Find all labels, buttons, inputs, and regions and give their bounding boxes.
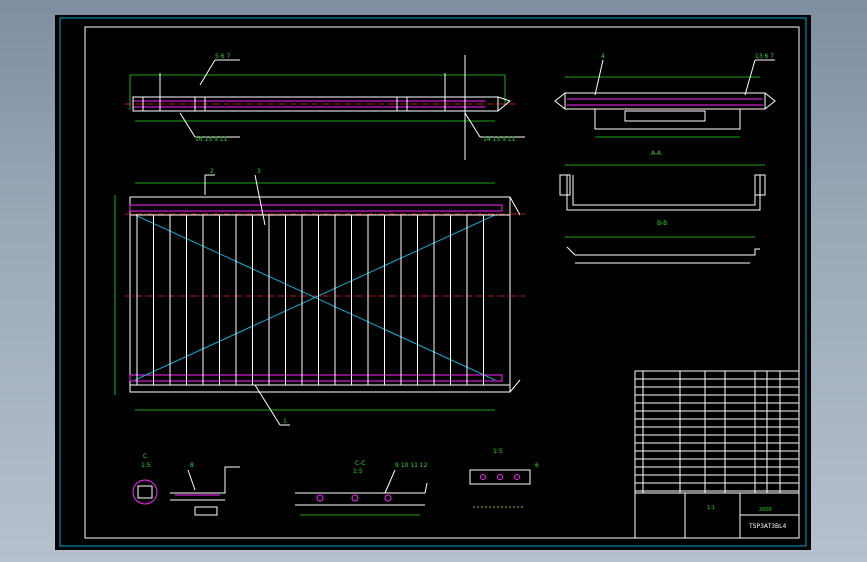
detail-c-c-label: C-C [355, 460, 366, 467]
callout-9-10-11-12: 9 10 11 12 [395, 462, 428, 469]
callout-16-15-9-11: 16 15 9 11 [195, 136, 228, 143]
detail-c-scale: 1:5 [141, 462, 151, 469]
detail-d-scale: 1:5 [493, 448, 503, 455]
detail-d: 1:5 6 [469, 448, 539, 508]
sheet-outer-border [59, 17, 807, 547]
callout-1: 1 [283, 418, 287, 425]
section-a-a: A-A [559, 150, 766, 211]
detail-8: 8 [170, 462, 240, 516]
drawing-number: 2000 [759, 507, 772, 513]
callout-14-15-9-11: 14 15 9 11 [483, 136, 516, 143]
bill-of-materials [634, 370, 800, 539]
callout-4: 4 [601, 53, 605, 60]
detail-c: C 1:5 [132, 453, 158, 505]
detail-c-c: C-C 1:5 9 10 11 12 [295, 460, 428, 516]
drawing-scale: 1:1 [707, 505, 715, 511]
drawing-name: TSP3AT3BL4 [748, 523, 786, 530]
section-a-a-label: A-A [651, 150, 662, 157]
plan-view: 2 3 1 [114, 168, 525, 426]
callout-3: 3 [257, 168, 261, 175]
section-b-b-label: B-B [657, 220, 667, 227]
callout-5-6-7: 5 6 7 [215, 53, 230, 60]
callout-6: 6 [535, 462, 539, 469]
detail-c-label: C [143, 453, 147, 460]
title-block: 2000 1:1 TSP3AT3BL4 [635, 492, 799, 538]
sheet-inner-border [84, 26, 800, 539]
side-view: 4 13 6 7 [554, 53, 776, 138]
cad-drawing: 5 6 7 16 15 9 11 14 15 9 11 4 13 6 7 A-A [59, 17, 807, 547]
section-b-b: B-B [565, 220, 760, 264]
callout-8: 8 [190, 462, 194, 469]
top-elevation-view: 5 6 7 16 15 9 11 14 15 9 11 [125, 53, 525, 160]
cad-drawing-viewport[interactable]: 5 6 7 16 15 9 11 14 15 9 11 4 13 6 7 A-A [55, 15, 811, 550]
callout-13-6-7: 13 6 7 [755, 53, 774, 60]
callout-2: 2 [210, 168, 214, 175]
detail-c-c-scale: 1:5 [353, 468, 363, 475]
